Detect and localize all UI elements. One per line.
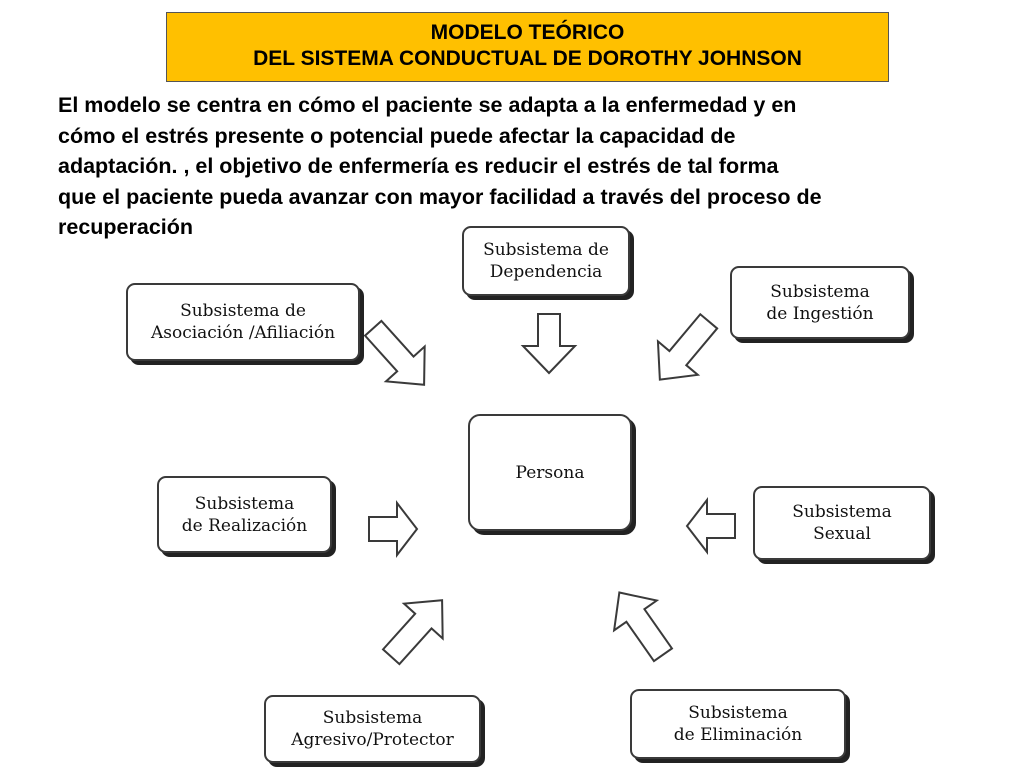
title-line-1: MODELO TEÓRICO (430, 21, 625, 44)
node-agresivo-line2: Agresivo/Protector (291, 730, 454, 750)
node-agresivo-line1: Subsistema (322, 708, 423, 728)
node-ingestion-line1: Subsistema (770, 281, 870, 302)
node-eliminacion: Subsistema de Eliminación (630, 689, 846, 759)
node-ingestion-line2: de Ingestión (766, 303, 874, 324)
node-agresivo: Subsistema Agresivo/Protector (264, 695, 481, 763)
description-line: recuperación (58, 215, 194, 239)
node-sexual: Subsistema Sexual (753, 486, 931, 560)
description-line: adaptación. , el objetivo de enfermería … (58, 154, 779, 178)
title-line-2: DEL SISTEMA CONDUCTUAL DE DOROTHY JOHNSO… (253, 47, 802, 70)
arrow-ingestion-to-persona (656, 312, 719, 381)
node-dependencia-line2: Dependencia (489, 262, 603, 282)
node-persona-label: Persona (515, 462, 585, 483)
node-eliminacion-line2: de Eliminación (673, 725, 803, 745)
node-ingestion: Subsistema de Ingestión (730, 266, 910, 339)
node-eliminacion-line1: Subsistema (688, 703, 788, 723)
arrow-sexual-to-persona (685, 497, 736, 555)
node-dependencia-line1: Subsistema de (483, 240, 609, 260)
node-sexual-line2: Sexual (813, 524, 871, 544)
node-realizacion: Subsistema de Realización (157, 476, 332, 553)
node-sexual-line1: Subsistema (792, 502, 892, 522)
node-asociacion-line1: Subsistema de (180, 301, 306, 321)
node-persona: Persona (468, 414, 632, 531)
node-realizacion-line2: de Realización (181, 515, 308, 536)
node-asociacion: Subsistema de Asociación /Afiliación (126, 283, 360, 361)
node-realizacion-line1: Subsistema (194, 493, 295, 514)
node-dependencia: Subsistema de Dependencia (462, 226, 630, 296)
description-line: El modelo se centra en cómo el paciente … (58, 93, 797, 117)
arrow-eliminacion-to-persona (612, 591, 674, 663)
description-paragraph: El modelo se centra en cómo el paciente … (58, 90, 998, 243)
arrow-agresivo-to-persona (381, 599, 444, 666)
description-line: que el paciente pueda avanzar con mayor … (58, 184, 822, 209)
description-line: cómo el estrés presente o potencial pued… (58, 123, 736, 148)
arrow-asociacion-to-persona (363, 319, 426, 386)
arrow-realizacion-to-persona (368, 500, 419, 558)
title-banner: MODELO TEÓRICO DEL SISTEMA CONDUCTUAL DE… (166, 12, 889, 82)
node-asociacion-line2: Asociación /Afiliación (150, 323, 336, 343)
arrow-dependencia-to-persona (520, 313, 578, 375)
